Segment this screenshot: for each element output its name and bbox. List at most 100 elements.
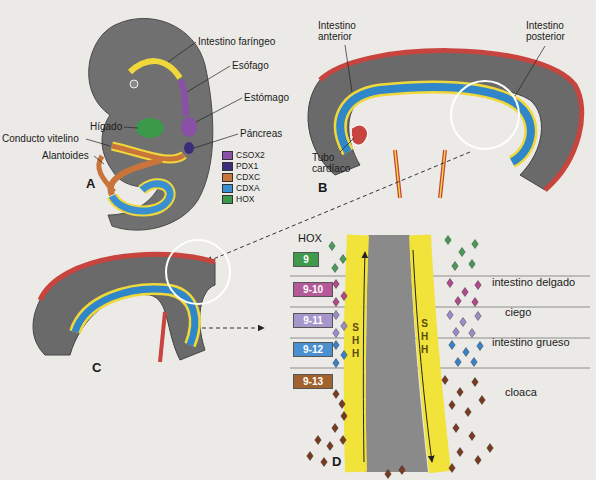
mesenchyme-cell [315, 436, 321, 445]
legend-swatch [222, 195, 233, 204]
leader-line [124, 127, 138, 128]
cell-group [333, 279, 481, 307]
heart-tube [352, 125, 368, 145]
legend-row: CDXA [222, 183, 260, 193]
mesenchyme-cell [333, 280, 339, 289]
mesenchyme [307, 236, 493, 479]
hindgut-detail [290, 235, 590, 479]
mesenchyme-cell [399, 466, 405, 475]
gene-box: 9-12 [293, 342, 333, 357]
endoderm-outline [75, 289, 195, 345]
midgut [111, 160, 162, 195]
legend-label: PDX1 [236, 161, 258, 171]
gut-tube [75, 289, 195, 345]
mesenchyme-cell [449, 401, 455, 410]
leader-line [515, 46, 545, 96]
gene-label: 9 [303, 254, 309, 265]
mesenchyme-cell [341, 351, 347, 360]
region-label: ciego [505, 306, 531, 318]
mesenchyme-cell [452, 262, 458, 271]
legend-row: CSOX2 [222, 150, 265, 160]
cell-group [307, 376, 493, 479]
yolk-stalk [160, 312, 165, 362]
mesenchyme-cell [333, 311, 339, 320]
hindgut [112, 184, 170, 211]
mesenchyme-cell [463, 348, 469, 357]
gene-box: 9-10 [293, 282, 333, 297]
highlight-circle [166, 240, 230, 304]
mesenchyme-cell [447, 311, 453, 320]
cell-group [329, 236, 478, 273]
mesenchyme-cell [487, 444, 493, 453]
mesenchyme-cell [449, 341, 455, 350]
mesenchyme-cell [449, 464, 455, 473]
mesenchyme-cell [332, 264, 338, 273]
structure-label: Alantoides [42, 150, 89, 161]
mesenchyme-cell [462, 288, 468, 297]
mesenchyme-cell [455, 358, 461, 367]
mesenchyme-cell [465, 408, 471, 417]
yolk-stalk-inner [395, 150, 445, 198]
leader-line [187, 66, 230, 92]
embryo-b [206, 45, 582, 262]
legend-row: PDX1 [222, 161, 258, 171]
signal-label: SHH [350, 322, 361, 361]
gene-label: 9-11 [303, 315, 322, 326]
legend-swatch [222, 162, 233, 171]
structure-label: Esófago [232, 60, 269, 71]
mesenchyme-cell [472, 378, 478, 387]
vitelline-duct [112, 146, 184, 159]
pharyngeal-gut [130, 61, 180, 78]
panel-letter: C [92, 362, 101, 373]
mesenchyme-cell [472, 298, 478, 307]
mesenchyme-cell [341, 322, 347, 331]
gut-tube [340, 87, 531, 162]
legend-label: CDXA [236, 183, 260, 193]
mesenchyme-cell [475, 312, 481, 321]
mesenchyme-cell [340, 255, 346, 264]
esophagus [181, 80, 186, 116]
panel-letter: A [86, 178, 95, 189]
flow-arrow [363, 252, 365, 462]
legend-label: CDXC [236, 172, 260, 182]
liver [136, 118, 164, 138]
region-line [290, 307, 590, 308]
structure-label: Tubo cardíaco [312, 152, 360, 174]
hindgut-core [112, 184, 170, 211]
leader-line [94, 156, 104, 164]
mesenchyme-cell [457, 388, 463, 397]
region-lines [290, 276, 590, 368]
mesenchyme-cell [333, 390, 339, 399]
mesenchyme-cell [340, 436, 346, 445]
legend-swatch [222, 151, 233, 160]
legend-row: HOX [222, 194, 254, 204]
region-label: intestino delgado [492, 276, 575, 288]
gene-box: 9-13 [293, 374, 333, 389]
panel-letter: B [318, 182, 327, 193]
mesenchyme-cell [471, 358, 477, 367]
region-label: intestino grueso [492, 336, 570, 348]
endoderm-band [420, 235, 440, 472]
leader-lines [340, 45, 545, 152]
pancreas [184, 142, 194, 154]
structure-label: Hígado [90, 121, 122, 132]
ectoderm-layer [320, 51, 582, 190]
structure-label: Estómago [244, 92, 289, 103]
mesenchyme-cell [307, 452, 313, 461]
gene-label: 9-13 [303, 376, 323, 387]
region-label: cloaca [505, 386, 537, 398]
structure-label: Intestino posterior [526, 20, 582, 42]
embryo-body [33, 254, 215, 360]
mesenchyme-cell [329, 242, 335, 251]
stomach [181, 117, 197, 137]
highlight-circle [451, 81, 519, 149]
gene-label: 9-12 [303, 344, 323, 355]
structure-label: Intestino anterior [318, 20, 370, 42]
zoom-arrow [202, 328, 264, 329]
mesenchyme-cell [460, 318, 466, 327]
mesenchyme-cell [453, 424, 459, 433]
mesenchyme-cell [453, 328, 459, 337]
mesenchyme-cell [469, 432, 475, 441]
legend-row: CDXC [222, 172, 260, 182]
